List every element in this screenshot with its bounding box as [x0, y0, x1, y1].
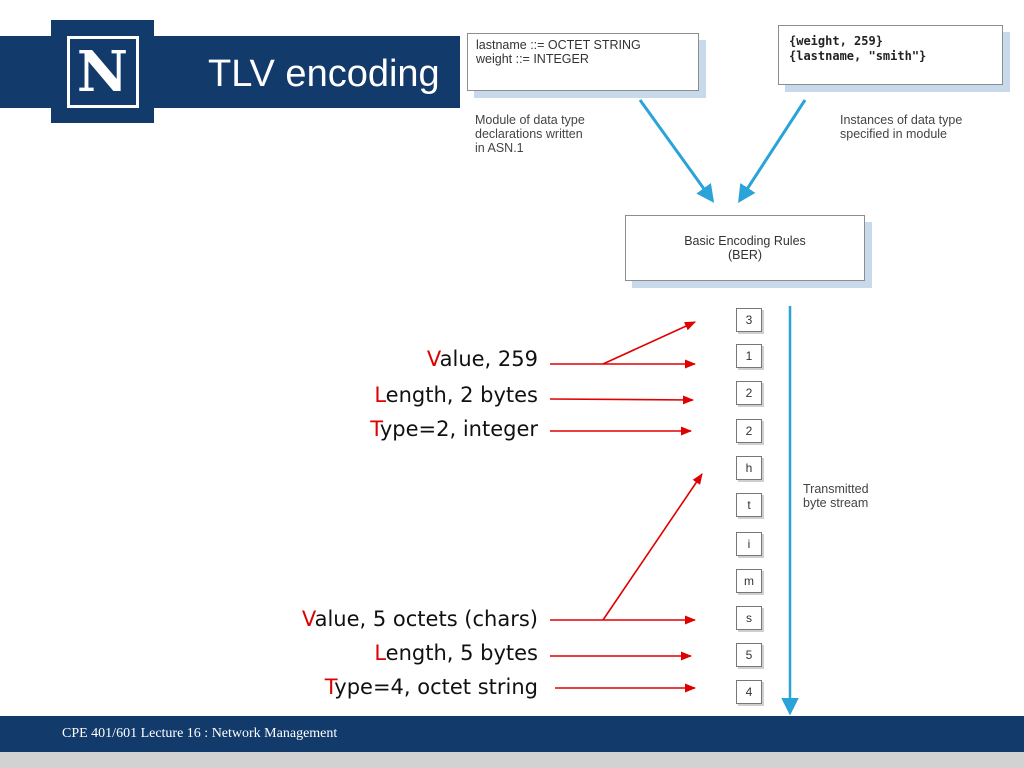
annotation-type-4: Type=4, octet string	[325, 674, 538, 700]
footer-course-label: CPE 401/601 Lecture 16 : Network Managem…	[62, 726, 338, 741]
logo-letter: N	[76, 38, 129, 105]
instances-caption-line-2: specified in module	[840, 127, 948, 141]
bottom-strip	[0, 752, 1024, 768]
byte-cell: h	[736, 456, 762, 480]
byte-stream-label: Transmitted byte stream	[803, 482, 869, 510]
module-line-1: lastname ::= OCTET STRING	[476, 38, 641, 52]
annotation-value-chars: Value, 5 octets (chars)	[302, 606, 538, 632]
ber-line-2: (BER)	[727, 248, 763, 262]
annotation-length-2: Length, 2 bytes	[374, 382, 538, 408]
byte-cell: 2	[736, 419, 762, 443]
ber-box: Basic Encoding Rules (BER)	[625, 215, 865, 281]
ber-line-1: Basic Encoding Rules	[684, 234, 806, 248]
annotation-type-2: Type=2, integer	[370, 416, 538, 442]
annotation-initial: V	[301, 607, 315, 631]
annotation-rest: alue, 259	[439, 347, 538, 371]
byte-cell: 1	[736, 344, 762, 368]
byte-cell: s	[736, 606, 762, 630]
instances-caption-line-1: Instances of data type	[840, 113, 963, 127]
data-instances-box: {weight, 259} {lastname, "smith"}	[778, 25, 1003, 85]
annotation-length-5: Length, 5 bytes	[374, 640, 538, 666]
footer-bar	[0, 716, 1024, 752]
annotation-initial: V	[426, 347, 440, 371]
byte-cell: 3	[736, 308, 762, 332]
instances-to-ber-arrow	[738, 99, 807, 204]
university-logo: N	[51, 20, 154, 123]
annotation-initial: T	[324, 675, 335, 699]
logo-frame: N	[66, 35, 139, 108]
annotation-rest: ength, 5 bytes	[385, 641, 538, 665]
byte-cell: 4	[736, 680, 762, 704]
byte-cell: t	[736, 493, 762, 517]
module-to-ber-arrow	[638, 99, 715, 203]
annotation-rest: ype=2, integer	[379, 417, 538, 441]
annotation-initial: L	[374, 383, 386, 407]
byte-stream-label-line-2: byte stream	[803, 496, 869, 510]
module-caption-line-3: in ASN.1	[475, 141, 524, 155]
byte-cell: i	[736, 532, 762, 556]
module-line-2: weight ::= INTEGER	[476, 52, 589, 66]
module-caption-line-2: declarations written	[475, 127, 583, 141]
annotation-value-259: Value, 259	[427, 346, 538, 372]
instances-caption: Instances of data type specified in modu…	[840, 113, 962, 141]
slide-title: TLV encoding	[208, 53, 440, 95]
length-2-arrow	[549, 395, 695, 405]
module-caption: Module of data type declarations written…	[475, 113, 585, 155]
byte-cell: 2	[736, 381, 762, 405]
annotation-initial: T	[370, 417, 380, 441]
asn1-module-box: lastname ::= OCTET STRING weight ::= INT…	[467, 33, 699, 91]
annotation-rest: ype=4, octet string	[334, 675, 538, 699]
module-caption-line-1: Module of data type	[475, 113, 585, 127]
instance-line-1: {weight, 259}	[789, 34, 883, 48]
byte-cell: 5	[736, 643, 762, 667]
byte-cell: m	[736, 569, 762, 593]
annotation-initial: L	[374, 641, 386, 665]
byte-stream-label-line-1: Transmitted	[803, 482, 869, 496]
value-259-arrow-upper	[602, 321, 697, 365]
annotation-rest: alue, 5 octets (chars)	[314, 607, 538, 631]
value-chars-arrow-upper	[602, 473, 703, 621]
instance-line-2: {lastname, "smith"}	[789, 49, 927, 63]
annotation-rest: ength, 2 bytes	[385, 383, 538, 407]
